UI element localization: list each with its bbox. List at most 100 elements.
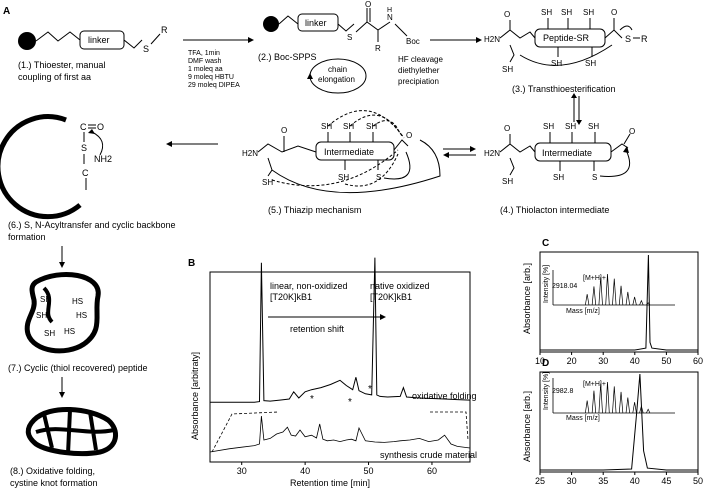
panel-a-label: A	[3, 6, 10, 17]
step2-r-label: R	[375, 44, 381, 53]
chart-d-inset-peak-0	[585, 400, 590, 414]
step3-sh-4: SH	[551, 59, 562, 68]
step8-caption-line1: (8.) Oxidative folding,	[10, 466, 95, 476]
chart-d-frame	[539, 371, 699, 473]
chart-b-annotation-native: native oxidized	[370, 281, 430, 291]
step4-sh-2: SH	[565, 122, 576, 131]
chart-d-xtick-label-3: 40	[630, 476, 640, 486]
chart-d-inset-label: [M+H]+	[583, 381, 606, 388]
step7-loop	[24, 272, 101, 354]
step1-structure: linker S R	[18, 25, 168, 54]
chart-c-inset-peak-9	[646, 302, 651, 306]
step7-hs-2: HS	[76, 311, 87, 320]
resin-bead-icon-2	[263, 16, 279, 32]
chart-d-inset-peak-7	[632, 402, 637, 414]
step1-conditions: TFA, 1min DMF wash 1 moleq aa 9 moleq HB…	[188, 50, 240, 89]
condition-3: 1 moleq aa	[188, 66, 223, 73]
chart-c-inset-peak-2	[598, 277, 603, 306]
chart-b-star-1: *	[310, 394, 314, 405]
equilibrium-3-4	[571, 93, 582, 125]
step5-label: Intermediate	[324, 147, 374, 157]
equilibrium-4-5	[443, 146, 476, 158]
step2-o-label: O	[365, 0, 371, 9]
chart-b-annotation-linear: linear, non-oxidized	[270, 281, 348, 291]
step1-r-label: R	[161, 25, 168, 35]
chart-c-inset-peak-1	[591, 286, 597, 306]
step2-conditions: HF cleavage diethylether precipiation	[398, 55, 443, 86]
chart-d-inset-peak-9	[646, 408, 651, 414]
step5-sh-4: SH	[262, 178, 273, 187]
step3-o-label: O	[504, 10, 510, 19]
step4-sh-4: SH	[502, 177, 513, 186]
chart-b-annotation-linear-2: [T20K]kB1	[270, 292, 312, 302]
step6-c-label-2: C	[82, 168, 89, 178]
step1-caption-line2: coupling of first aa	[18, 72, 91, 82]
step4-h2n: H2N	[484, 149, 500, 158]
step5-h2n: H2N	[242, 149, 258, 158]
chart-d-xtick-label-4: 45	[661, 476, 671, 486]
chain-elongation-line2: elongation	[318, 75, 355, 84]
step5-sh-2: SH	[343, 122, 354, 131]
step3-sh-1: SH	[541, 8, 552, 17]
step2-s-label: S	[347, 33, 352, 42]
step2-n-label: N	[387, 13, 393, 22]
step3-structure: Peptide-SR SH SH SH SH SH H2N O SH O S R	[484, 8, 648, 74]
step4-caption: (4.) Thiolacton intermediate	[500, 205, 609, 215]
chart-c-xtick-label-1: 20	[567, 356, 577, 366]
chart-b-label-oxidative: oxidative folding	[412, 391, 477, 401]
chart-d-xtick-label-5: 50	[693, 476, 703, 486]
step7-structure: SH SH SH HS HS HS	[24, 272, 101, 354]
chart-b-label-crude: synthesis crude material	[380, 450, 477, 460]
step4-label: Intermediate	[542, 148, 592, 158]
step7-sh-1: SH	[40, 295, 51, 304]
step7-sh-3: SH	[44, 329, 55, 338]
chart-b-star-2: *	[348, 397, 352, 408]
chart-c-xtick-label-5: 60	[693, 356, 703, 366]
diethylether-label: diethylether	[398, 66, 440, 75]
step3-sh-6: SH	[502, 65, 513, 74]
chart-d-xtick-label-0: 25	[535, 476, 545, 486]
step5-s-label: S	[376, 173, 381, 182]
chart-c-inset-ylabel: Intensity [%]	[543, 265, 550, 303]
step1-caption-line1: (1.) Thioester, manual	[18, 60, 105, 70]
step6-c-label: C	[80, 122, 87, 132]
step5-intermediate-box	[315, 141, 395, 161]
chain-elongation-cycle: chain elongation	[307, 58, 367, 94]
chain-elongation-line1: chain	[328, 65, 347, 74]
chart-c-inset-peak-7	[632, 296, 637, 306]
step5-structure: Intermediate SH SH SH H2N O SH SH S O	[242, 110, 441, 194]
step4-sh-1: SH	[543, 122, 554, 131]
step6-caption-line1: (6.) S, N-Acyltransfer and cyclic backbo…	[8, 220, 176, 230]
step8-structure	[25, 407, 118, 457]
step8-knot-outer	[25, 407, 118, 457]
step7-hs-1: HS	[72, 297, 83, 306]
chart-b-xlabel: Retention time [min]	[290, 478, 370, 488]
chart-b-star-3: *	[368, 384, 372, 395]
step3-peptide-label: Peptide-SR	[543, 33, 590, 43]
step4-o-label: O	[504, 124, 510, 133]
chart-d-inset-peak-5	[618, 391, 624, 414]
condition-5: 29 moleq DIPEA	[188, 82, 240, 89]
step3-sh-5: SH	[585, 59, 596, 68]
retention-shift-arrow	[268, 314, 386, 320]
step7-hs-3: HS	[64, 327, 75, 336]
chart-c-inset-label: [M+H]+	[583, 275, 606, 282]
hf-cleavage-label: HF cleavage	[398, 55, 443, 64]
panel-c-label: C	[542, 238, 549, 249]
step2-h-label: H	[387, 7, 392, 14]
step4-structure: Intermediate SH SH SH H2N O SH SH S O	[484, 122, 635, 186]
chart-b-xtick-label-3: 60	[427, 466, 437, 476]
step6-caption-line2: formation	[8, 232, 46, 242]
chart-c-inset-peak-6	[625, 291, 630, 306]
chart-c-inset-peak-0	[585, 294, 590, 306]
step5-sh-3: SH	[366, 122, 377, 131]
step3-o-label-2: O	[611, 8, 617, 17]
step5-o-label: O	[281, 126, 287, 135]
chart-c-xtick-label-0: 10	[535, 356, 545, 366]
chart-c-inset-peak-5	[618, 285, 624, 306]
panel-d-label: D	[542, 358, 549, 369]
step3-sh-3: SH	[583, 8, 594, 17]
chart-b-series-oxidative	[210, 257, 471, 403]
